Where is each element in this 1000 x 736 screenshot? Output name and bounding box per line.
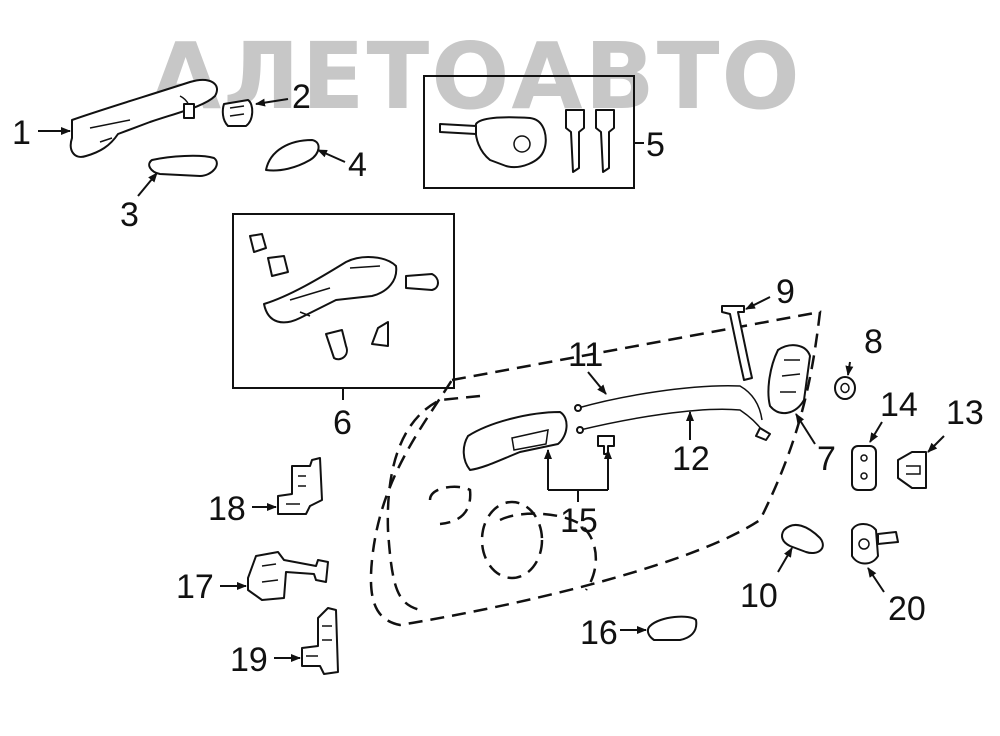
part-washer [834,376,856,400]
callout-9: 9 [776,273,795,311]
callout-12: 12 [672,440,710,478]
part-cable-11 [574,385,763,421]
part-handle-cap [221,99,254,127]
callout-17: 17 [176,568,214,606]
part-handle-bezel [265,139,320,172]
part-lock-rod [721,305,753,381]
leader-9 [745,296,771,310]
part-cable-12 [576,408,771,441]
part-keys [565,109,615,173]
leader-4 [317,149,346,163]
leader-3 [137,172,158,197]
part-outside-handle [69,78,218,158]
part-cover [646,615,698,641]
callout-2: 2 [292,78,311,116]
leader-8 [845,361,854,376]
callout-19: 19 [230,641,268,679]
part-handle-frame [249,233,439,361]
leader-7 [795,413,816,445]
callout-20: 20 [888,590,926,628]
leader-14 [869,421,883,443]
leader-11 [587,371,607,395]
part-bumper [781,523,824,554]
leader-10 [777,547,793,573]
leader-20 [867,567,885,593]
part-lower-hinge [301,607,339,675]
part-striker-plate [851,445,877,491]
callout-14: 14 [880,386,918,424]
part-inside-handle [462,411,568,471]
callout-1: 1 [12,114,31,152]
callout-15: 15 [560,502,598,540]
callout-8: 8 [864,323,883,361]
part-door-latch [767,344,811,415]
leader-15 [544,449,612,502]
callout-5: 5 [646,126,665,164]
callout-10: 10 [740,577,778,615]
part-door-striker [897,451,927,489]
callout-7: 7 [817,440,836,478]
box-lock-cylinder-set [423,75,635,189]
callout-16: 16 [580,614,618,652]
callout-3: 3 [120,196,139,234]
callout-13: 13 [946,394,984,432]
part-upper-hinge [277,457,323,515]
door-outline [369,310,822,627]
leader-2 [255,98,289,107]
part-handle-pad [148,154,218,177]
leader-13 [927,435,945,453]
callout-18: 18 [208,490,246,528]
box-handle-frame-set [232,213,455,389]
part-lock-cylinder [439,116,547,168]
part-striker-bolt [851,523,899,565]
callout-4: 4 [348,146,367,184]
callout-6: 6 [333,404,352,442]
part-clip [597,435,615,455]
part-door-check [247,551,329,601]
callout-11: 11 [568,336,603,374]
